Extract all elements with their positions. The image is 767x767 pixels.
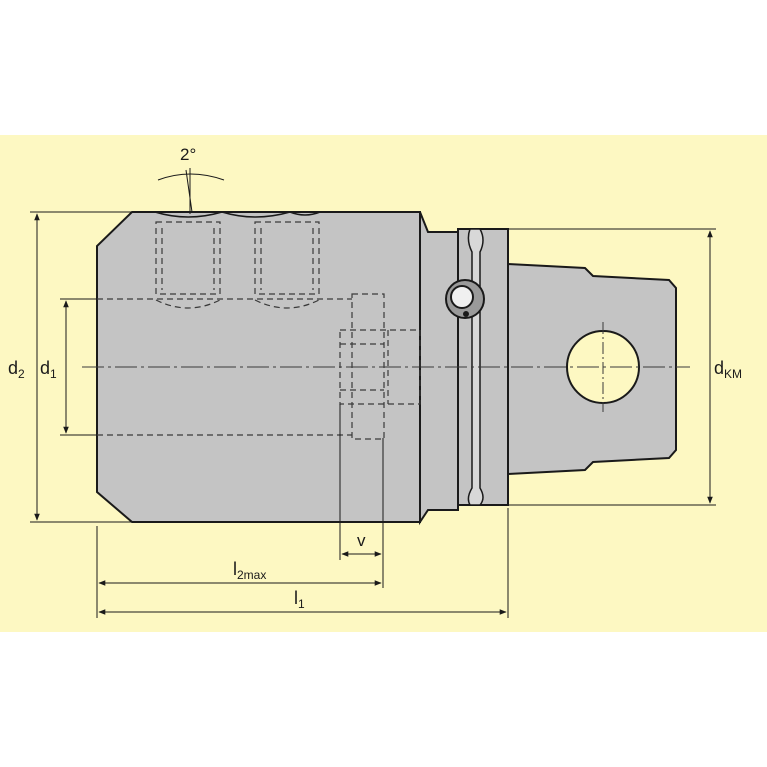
d1-label: d1	[40, 358, 57, 381]
dkm-label: dKM	[714, 358, 742, 381]
dimension-lines	[30, 168, 716, 618]
d2-label: d2	[8, 358, 25, 381]
l1-label: l1	[294, 588, 305, 611]
l2max-label: l2max	[233, 559, 266, 582]
angle-label: 2°	[180, 145, 196, 164]
grip-recesses	[154, 211, 321, 218]
hidden-lines	[97, 221, 421, 440]
v-label: v	[357, 531, 366, 550]
ball-lock-element	[445, 279, 485, 319]
